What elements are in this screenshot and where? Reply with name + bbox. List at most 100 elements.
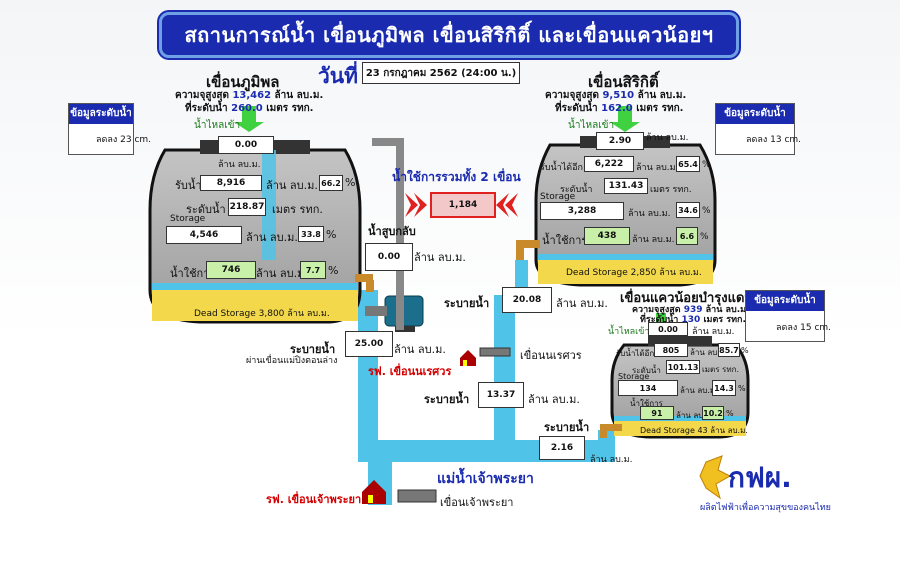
sirikit-active-value: 438 <box>584 227 630 245</box>
khwae-noi-water-level-label: ระดับน้ำ <box>632 366 661 375</box>
bhumibol-inflow-label: น้ำไหลเข้า <box>194 120 241 131</box>
bhumibol-usable-pct-unit: % <box>345 176 356 189</box>
bhumibol-capacity-row: ความจุสูงสุด 13,462 ล้าน ลบ.ม. <box>175 90 324 101</box>
release-khwae-noi-value: 2.16 <box>539 436 585 460</box>
khwae-noi-storage-pct-unit: % <box>738 384 746 393</box>
pumped-back-value: 0.00 <box>365 243 413 271</box>
bhumibol-storage-pct: 33.8 <box>298 226 324 242</box>
khwae-noi-level-row: ที่ระดับน้ำ 130 เมตร รทก. <box>640 315 746 325</box>
sirikit-usable-pct-unit: % <box>702 160 711 170</box>
sirikit-storage-pct-unit: % <box>702 206 711 216</box>
egat-logo-text: กฟผ. <box>728 461 792 494</box>
bhumibol-storage-value: 4,546 <box>166 226 242 244</box>
date-label: วันที่ <box>318 64 358 88</box>
khwae-noi-level-change: ลดลง 15 cm. <box>776 323 832 333</box>
chao-phraya-station-label: รฟ. เขื่อนเจ้าพระยา <box>266 493 362 506</box>
khwae-noi-usable-pct-unit: % <box>741 346 749 355</box>
release-sirikit-unit: ล้าน ลบ.ม. <box>556 297 608 310</box>
bhumibol-dead-storage: Dead Storage 3,800 ล้าน ลบ.ม. <box>194 309 330 319</box>
sirikit-storage-label: Storage <box>540 192 576 202</box>
sirikit-active-pct: 6.6 <box>676 227 698 245</box>
sirikit-usable-label: รับน้ำได้อีก <box>540 163 583 173</box>
khwae-noi-inflow-value: 0.00 <box>648 322 688 336</box>
sirikit-storage-value: 3,288 <box>540 202 624 220</box>
sirikit-inflow-label: น้ำไหลเข้า <box>568 120 615 131</box>
naresuan-station-label: รฟ. เขื่อนนเรศวร <box>368 365 452 378</box>
sirikit-name: เขื่อนสิริกิติ์ <box>588 73 659 91</box>
level-info-header: ข้อมูลระดับน้ำ <box>746 291 824 311</box>
khwae-noi-usable-value: 805 <box>654 343 688 357</box>
sirikit-inflow-unit: ล้าน ลบ.ม. <box>646 133 689 143</box>
release-naresuan-value: 13.37 <box>478 382 524 408</box>
khwae-noi-usable-unit: ล้าน ลบ.ม. <box>690 348 728 357</box>
sirikit-usable-pct: 65.4 <box>676 156 700 172</box>
egat-slogan: ผลิตไฟฟ้าเพื่อความสุขของคนไทย <box>700 503 831 513</box>
release-sirikit-label: ระบายน้ำ <box>444 297 490 310</box>
khwae-noi-water-level-unit: เมตร รทก. <box>702 365 739 374</box>
khwae-noi-storage-unit: ล้าน ลบ.ม. <box>680 386 718 395</box>
khwae-noi-dead-storage: Dead Storage 43 ล้าน ลบ.ม. <box>640 426 748 435</box>
faucet-icon <box>355 240 622 438</box>
egat-logo-icon <box>699 455 732 500</box>
bhumibol-level-change: ลดลง 23 cm. <box>96 135 152 145</box>
khwae-noi-active-pct-unit: % <box>726 409 734 418</box>
khwae-noi-storage-value: 134 <box>618 380 678 396</box>
release-khwae-noi-unit: ล้าน ลบ.ม. <box>590 455 633 465</box>
bhumibol-water-level-value: 218.87 <box>228 198 266 216</box>
bhumibol-tank <box>148 106 362 324</box>
release-bhumibol-unit: ล้าน ลบ.ม. <box>394 343 446 356</box>
sirikit-water-level-label: ระดับน้ำ <box>560 185 593 195</box>
bhumibol-inflow-value: 0.00 <box>218 136 274 154</box>
pumped-back-unit: ล้าน ลบ.ม. <box>414 251 466 264</box>
bhumibol-active-value: 746 <box>206 261 256 279</box>
khwae-noi-usable-pct: 85.7 <box>718 343 740 357</box>
combined-arrows-icon <box>405 193 518 217</box>
sirikit-dead-storage: Dead Storage 2,850 ล้าน ลบ.ม. <box>566 268 702 278</box>
bhumibol-usable-pct: 66.2 <box>319 175 343 191</box>
level-info-header: ข้อมูลระดับน้ำ <box>69 104 133 124</box>
naresuan-gate-icon <box>479 347 511 357</box>
bhumibol-active-unit: ล้าน ลบ.ม. <box>256 267 308 280</box>
release-naresuan-label: ระบายน้ำ <box>424 393 470 406</box>
bhumibol-water-level-unit: เมตร รทก. <box>272 203 323 216</box>
sirikit-storage-unit: ล้าน ลบ.ม. <box>628 209 671 219</box>
release-khwae-noi-label: ระบายน้ำ <box>544 421 590 434</box>
chao-phraya-dam-label: เขื่อนเจ้าพระยา <box>440 496 514 509</box>
date-value: 23 กรกฎาคม 2562 (24:00 น.) <box>362 62 520 84</box>
khwae-noi-active-label: น้ำใช้การ <box>630 399 663 408</box>
bhumibol-level-row: ที่ระดับน้ำ 260.0 เมตร รทก. <box>185 103 314 114</box>
khwae-noi-inflow-unit: ล้าน ลบ.ม. <box>692 327 735 337</box>
khwae-noi-usable-label: รับน้ำได้อีก <box>616 349 655 358</box>
bhumibol-active-pct: 7.7 <box>300 261 326 279</box>
bhumibol-inflow-unit: ล้าน ลบ.ม. <box>218 160 261 170</box>
release-bhumibol-note: ผ่านเขื่อนแม่ปิงตอนล่าง <box>246 356 338 366</box>
khwae-noi-active-value: 91 <box>640 406 674 420</box>
sirikit-active-unit: ล้าน ลบ.ม. <box>632 235 675 245</box>
sirikit-inflow-value: 2.90 <box>596 132 644 150</box>
sirikit-level-change: ลดลง 13 cm. <box>746 135 802 145</box>
bhumibol-level-info: ข้อมูลระดับน้ำ <box>68 103 134 155</box>
combined-use-label: น้ำใช้การรวมทั้ง 2 เขื่อน <box>392 170 521 184</box>
sirikit-level-row: ที่ระดับน้ำ 162.0 เมตร รทก. <box>555 103 684 114</box>
khwae-noi-capacity-row: ความจุสูงสุด 939 ล้าน ลบ.ม. <box>632 305 750 315</box>
sirikit-water-level-unit: เมตร รทก. <box>650 185 692 195</box>
bhumibol-water-level-label: ระดับน้ำ <box>186 203 226 216</box>
sirikit-water-level-value: 131.43 <box>604 178 648 194</box>
sirikit-level-info: ข้อมูลระดับน้ำ <box>715 103 795 155</box>
chao-phraya-gate-icon <box>397 489 437 503</box>
sirikit-active-pct-unit: % <box>700 232 709 242</box>
sirikit-storage-pct: 34.6 <box>676 202 700 218</box>
bhumibol-active-pct-unit: % <box>328 264 339 277</box>
sirikit-tank <box>534 106 717 287</box>
combined-use-value: 1,184 <box>430 192 496 218</box>
khwae-noi-active-pct: 10.2 <box>702 406 724 420</box>
chao-phraya-river-label: แม่น้ำเจ้าพระยา <box>437 471 534 487</box>
khwae-noi-name: เขื่อนแควน้อยบำรุงแดน <box>620 291 754 306</box>
khwae-noi-water-level-value: 101.13 <box>666 360 700 374</box>
khwae-noi-active-unit: ล้าน ลบ.ม. <box>676 411 714 420</box>
khwae-noi-level-info: ข้อมูลระดับน้ำ <box>745 290 825 342</box>
bhumibol-usable-unit: ล้าน ลบ.ม. <box>266 179 318 192</box>
level-info-header: ข้อมูลระดับน้ำ <box>716 104 794 124</box>
khwae-noi-inflow-label: น้ำไหลเข้า <box>608 327 650 337</box>
